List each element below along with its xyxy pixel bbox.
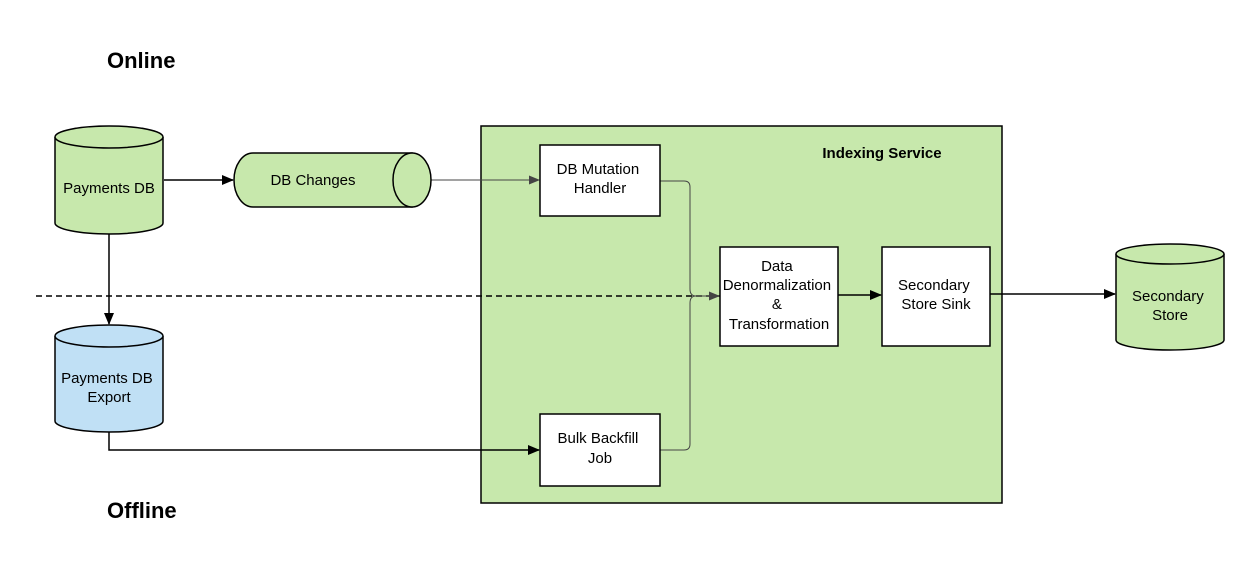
bulk-backfill-job-line-2: Job	[588, 450, 612, 467]
payments-db-export-line-2: Export	[87, 389, 131, 406]
offline-label: Offline	[107, 498, 177, 523]
bulk-backfill-job-box: Bulk Backfill Job	[539, 413, 661, 487]
indexing-service-title: Indexing Service	[822, 145, 941, 162]
secondary-store-sink-box: Secondary Store Sink	[881, 246, 991, 347]
payments-db-label: Payments DB	[63, 180, 155, 197]
db-mutation-handler-line-2: Handler	[574, 180, 627, 197]
connector-export-to-bulk-backfill	[108, 432, 540, 455]
bulk-backfill-job-label: Bulk Backfill Job	[557, 430, 642, 467]
payments-db-export-label: Payments DB Export	[61, 370, 157, 406]
connector-mutation-handler-to-denormalization	[660, 180, 720, 301]
payments-db-cylinder: Payments DB	[54, 125, 164, 235]
connector-bulk-backfill-to-denormalization	[660, 295, 697, 451]
secondary-store-cylinder: Secondary Store	[1115, 243, 1225, 351]
data-denormalization-box: Data Denormalization & Transformation	[719, 246, 839, 347]
payments-db-label-line: Payments DB	[63, 180, 155, 197]
data-denormalization-line-4: Transformation	[729, 316, 829, 333]
db-mutation-handler-line-1: DB Mutation	[557, 161, 640, 178]
bulk-backfill-job-line-1: Bulk Backfill	[557, 430, 638, 447]
db-changes-queue: DB Changes	[233, 152, 432, 208]
payments-db-export-line-1: Payments DB	[61, 370, 153, 387]
secondary-store-line-2: Store	[1152, 307, 1188, 324]
secondary-store-sink-line-2: Store Sink	[901, 296, 971, 313]
data-denormalization-line-3: &	[772, 296, 782, 313]
data-denormalization-line-1: Data	[761, 258, 793, 275]
db-mutation-handler-label: DB Mutation Handler	[557, 161, 644, 197]
secondary-store-line-1: Secondary	[1132, 288, 1204, 305]
data-denormalization-label: Data Denormalization & Transformation	[723, 258, 836, 333]
online-label: Online	[107, 48, 175, 73]
db-changes-label: DB Changes	[270, 172, 355, 189]
secondary-store-label: Secondary Store	[1132, 288, 1208, 324]
db-mutation-handler-box: DB Mutation Handler	[539, 144, 661, 217]
secondary-store-sink-line-1: Secondary	[898, 277, 970, 294]
db-changes-label-line: DB Changes	[270, 172, 355, 189]
secondary-store-sink-label: Secondary Store Sink	[898, 277, 974, 313]
payments-db-export-cylinder: Payments DB Export	[54, 324, 164, 433]
data-denormalization-line-2: Denormalization	[723, 277, 831, 294]
